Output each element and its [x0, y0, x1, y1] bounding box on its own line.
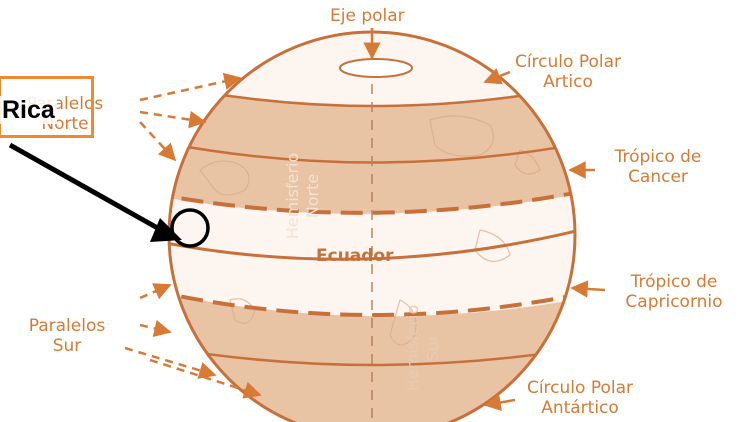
north-pole-ellipse — [340, 59, 412, 77]
annotation-text: Rica — [0, 96, 57, 124]
equator-label: Ecuador — [316, 246, 394, 266]
polar-axis-label: Eje polar — [330, 6, 405, 26]
